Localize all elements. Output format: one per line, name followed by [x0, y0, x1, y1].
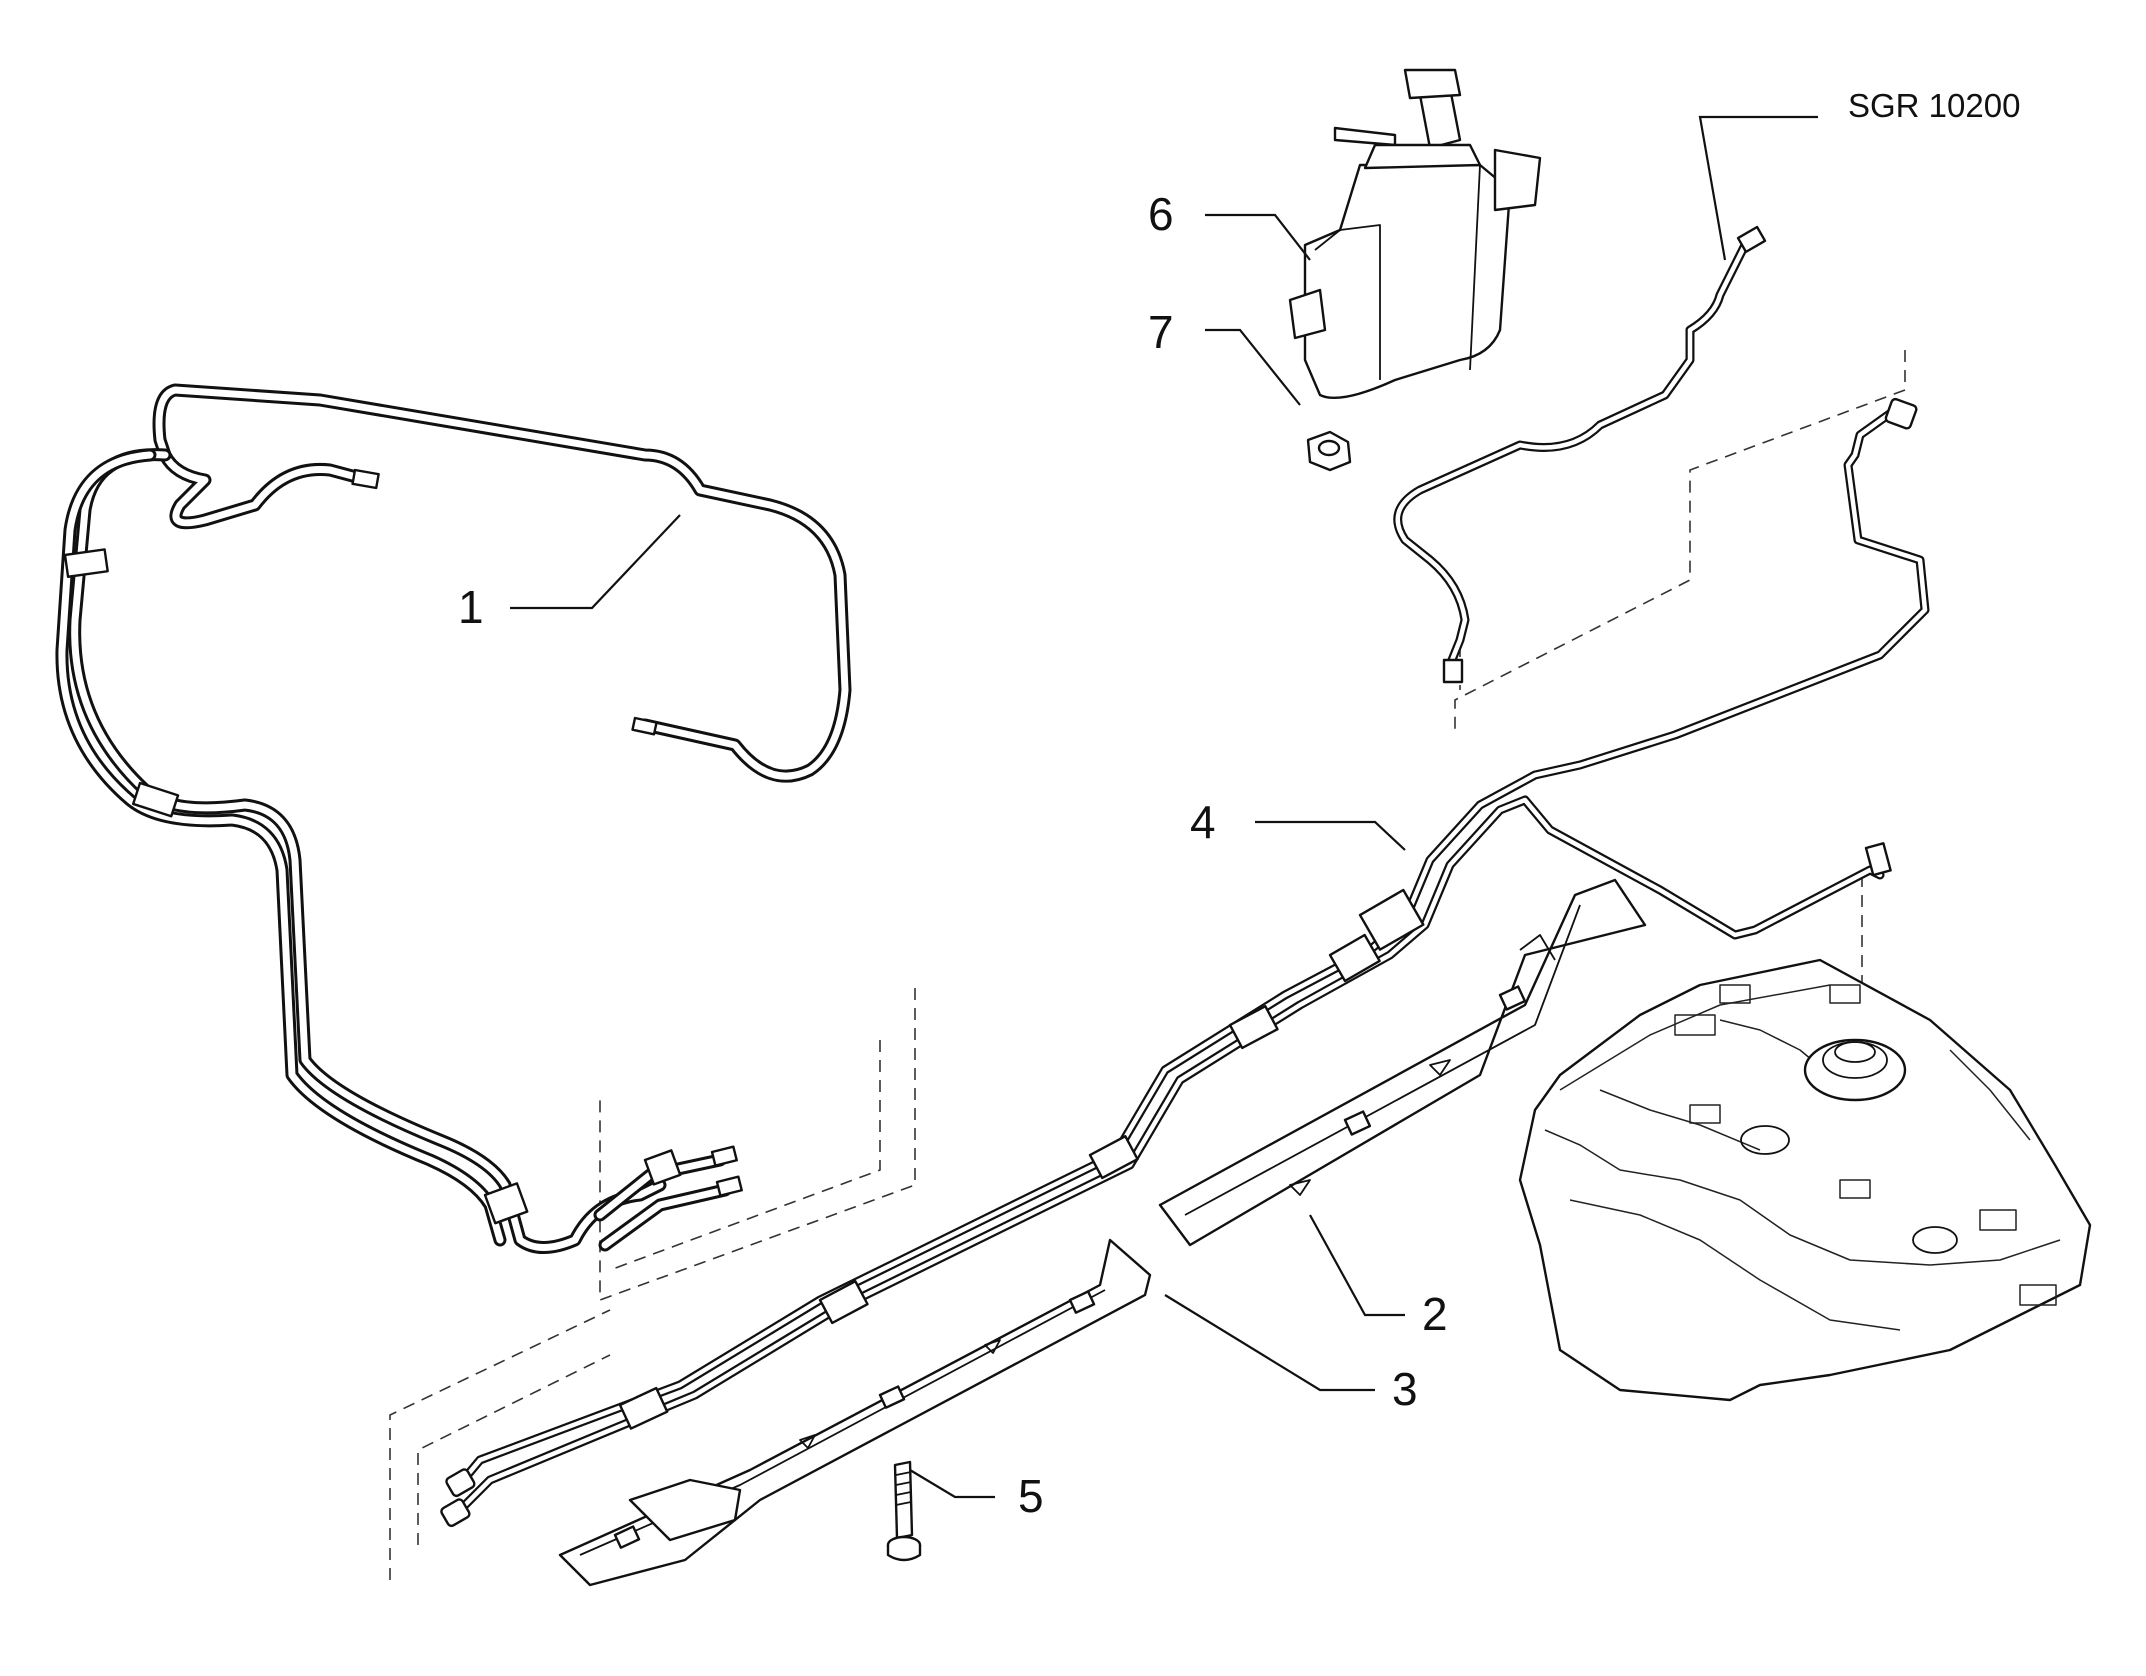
pipe-guard-3	[558, 1238, 1152, 1587]
callout-6: 6	[1148, 188, 1174, 240]
fuel-pipe-4	[440, 397, 1930, 1528]
callout-5: 5	[1018, 1470, 1044, 1522]
nut-7	[1306, 430, 1352, 472]
callout-3: 3	[1392, 1363, 1418, 1415]
callout-7: 7	[1148, 306, 1174, 358]
callout-2: 2	[1422, 1288, 1448, 1340]
carbon-canister-6	[1288, 68, 1542, 399]
fuel-pipe-1	[55, 383, 852, 1254]
fuel-tank	[1518, 958, 2092, 1402]
callout-4: 4	[1190, 796, 1216, 848]
pipe-guard-2	[1158, 878, 1647, 1247]
bolt-5	[886, 1460, 922, 1562]
leader-lines	[510, 115, 1818, 1499]
vapour-line	[1393, 225, 1767, 684]
callout-labels: 1 2 3 4 5 6 7	[458, 188, 1448, 1522]
callout-1: 1	[458, 581, 484, 633]
reference-code: SGR 10200	[1848, 87, 2020, 124]
